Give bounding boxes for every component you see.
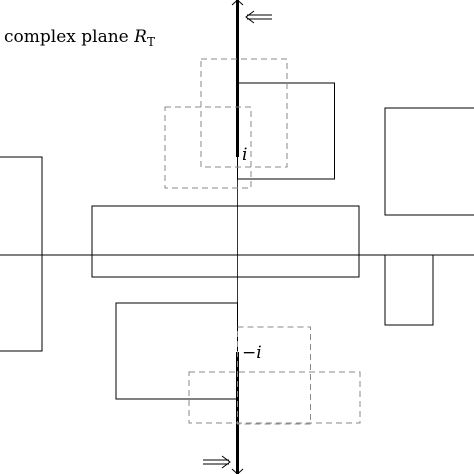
plane-title: complex plane RT	[4, 27, 155, 49]
right-lower-rectangle	[384, 254, 434, 326]
plane-title-prefix: complex plane	[4, 27, 134, 47]
label-minus-i: −i	[242, 343, 262, 363]
upper-dashed-rectangle-2	[164, 106, 252, 189]
lower-solid-rectangle	[115, 302, 238, 400]
bottom-arrow	[203, 455, 244, 474]
right-upper-rectangle	[384, 107, 474, 216]
lower-dashed-rectangle-1	[237, 326, 311, 425]
center-wide-rectangle	[91, 205, 360, 278]
label-i: i	[242, 145, 247, 165]
top-arrow	[231, 0, 272, 24]
upper-dashed-rectangle-1	[200, 58, 288, 168]
plane-title-symbol: R	[133, 27, 147, 47]
lower-dashed-rectangle-2	[188, 371, 361, 424]
left-edge-rectangle	[0, 156, 43, 352]
upper-solid-rectangle	[237, 82, 335, 180]
plane-title-subscript: T	[147, 35, 155, 49]
